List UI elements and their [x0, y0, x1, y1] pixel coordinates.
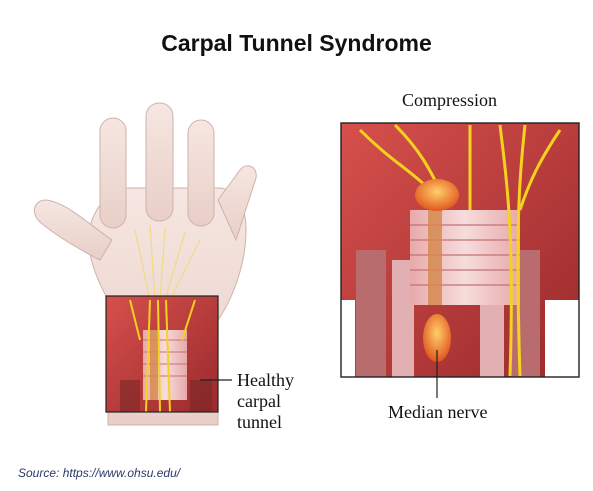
compression-inset: [340, 122, 580, 378]
healthy-label-line-3: tunnel: [237, 412, 282, 432]
median-nerve-label: Median nerve: [388, 402, 488, 422]
compression-label: Compression: [402, 90, 498, 110]
source-caption: Source: https://www.ohsu.edu/: [18, 466, 181, 480]
healthy-label-line-1: Healthy: [237, 370, 294, 390]
healthy-label-line-2: carpal: [237, 391, 281, 411]
diagram-title: Carpal Tunnel Syndrome: [161, 30, 432, 56]
healthy-tunnel-inset: [105, 295, 219, 413]
